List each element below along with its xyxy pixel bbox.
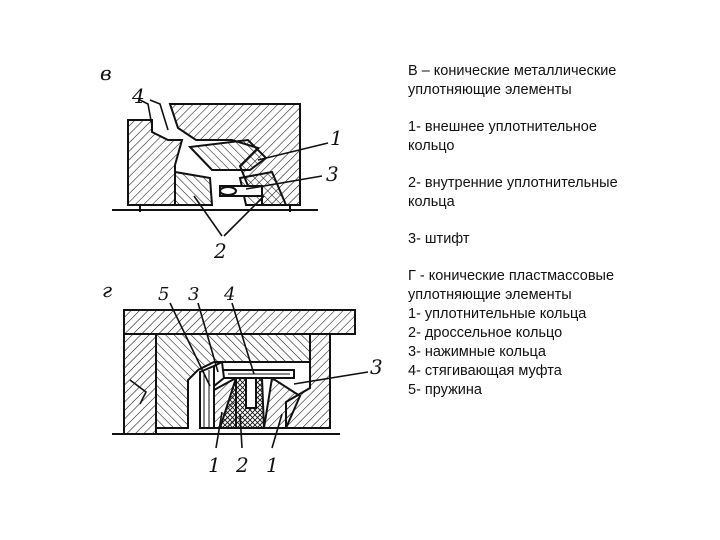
label-v-part: 2 [213,239,227,263]
legend-item-2: 2- внутренние уплотнительные кольца [408,175,618,210]
legend-item-1: 1- внешнее уплотнительное кольцо [408,119,597,154]
legend-g-item: 4- стягивающая муфта [408,363,562,379]
legend-g-item: 5- пружина [408,382,482,398]
legend-g-item: 1- уплотнительные кольца [408,306,587,322]
label-v-part: 3 [326,162,339,186]
label-g-part: 5 [158,284,169,305]
legend-block-v-title: В – конические металлические уплотняющие… [408,63,617,98]
label-g-part: 1 [266,453,279,477]
label-v-letter: в [100,61,112,85]
label-g-part: 1 [208,453,221,477]
label-v-part: 4 [131,84,145,108]
label-g-letter: г [102,278,112,302]
leaders-g [169,302,369,449]
label-g-part: 4 [223,284,235,305]
legend-g-item: 3- нажимные кольца [408,344,546,360]
label-v-part: 1 [330,126,343,150]
leaders-v [139,99,329,237]
drawing-v [112,103,318,212]
drawing-g [112,309,356,435]
label-g-part: 3 [370,355,383,379]
legend-block-g: Г - конические пластмассовые уплотняющие… [408,267,708,400]
label-g-part: 2 [235,453,249,477]
label-g-part: 3 [188,284,199,305]
legend-item-3: 3- штифт [408,231,470,247]
legend-text: В – конические металлические уплотняющие… [408,62,708,400]
legend-g-item: 2- дроссельное кольцо [408,325,563,341]
